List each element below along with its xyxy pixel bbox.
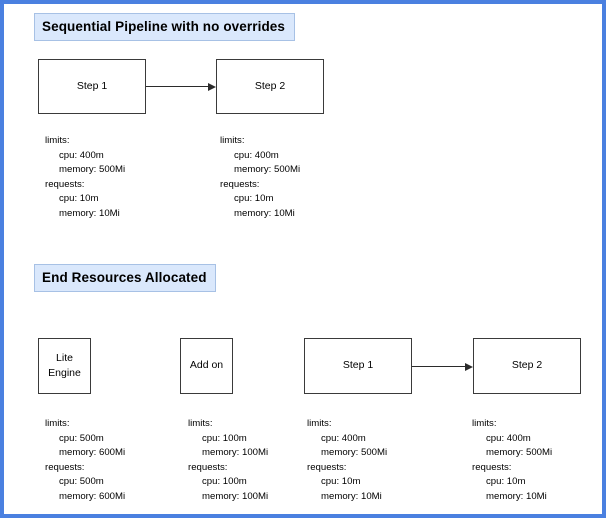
node-label: Step 1 bbox=[76, 79, 108, 92]
spec-limits-memory: memory: 500Mi bbox=[59, 164, 126, 176]
spec-requests-cpu: cpu: 10m bbox=[321, 476, 361, 488]
spec-limits-memory: memory: 500Mi bbox=[486, 447, 553, 459]
spec-bottom-step-2: limits: cpu: 400m memory: 500Mi requests… bbox=[472, 417, 552, 504]
spec-limits-label: limits: bbox=[472, 418, 497, 429]
spec-top-step-2: limits: cpu: 400m memory: 500Mi requests… bbox=[220, 134, 300, 221]
node-bottom-step-1[interactable]: Step 1 bbox=[304, 338, 412, 394]
spec-requests-label: requests: bbox=[45, 178, 85, 190]
spec-requests-label: requests: bbox=[45, 461, 85, 473]
spec-limits-label: limits: bbox=[307, 418, 332, 429]
spec-requests-cpu: cpu: 10m bbox=[486, 476, 526, 488]
connector-bottom-step1-to-step2 bbox=[412, 362, 474, 371]
section-title-end-resources-allocated: End Resources Allocated bbox=[34, 264, 216, 292]
spec-requests-label: requests: bbox=[307, 461, 347, 473]
node-label-group: Lite Engine bbox=[48, 351, 81, 381]
spec-limits-memory: memory: 500Mi bbox=[321, 447, 388, 459]
spec-requests-label: requests: bbox=[472, 461, 512, 473]
spec-requests-cpu: cpu: 10m bbox=[59, 193, 99, 205]
node-label: Step 1 bbox=[342, 359, 374, 372]
section-title-sequential-pipeline: Sequential Pipeline with no overrides bbox=[34, 13, 295, 41]
spec-lite-engine: limits: cpu: 500m memory: 600Mi requests… bbox=[45, 417, 125, 504]
node-label: Add on bbox=[189, 359, 224, 372]
spec-limits-label: limits: bbox=[45, 418, 70, 429]
node-label-line-1: Lite bbox=[56, 351, 73, 364]
node-top-step-2[interactable]: Step 2 bbox=[216, 59, 324, 114]
spec-requests-memory: memory: 100Mi bbox=[202, 490, 269, 502]
spec-requests-memory: memory: 10Mi bbox=[59, 207, 120, 219]
spec-limits-cpu: cpu: 400m bbox=[321, 432, 366, 444]
spec-requests-cpu: cpu: 10m bbox=[234, 193, 274, 205]
node-label-line-2: Engine bbox=[48, 367, 81, 379]
spec-requests-memory: memory: 600Mi bbox=[59, 490, 126, 502]
spec-limits-cpu: cpu: 400m bbox=[486, 432, 531, 444]
node-add-on[interactable]: Add on bbox=[180, 338, 233, 394]
spec-limits-cpu: cpu: 500m bbox=[59, 432, 104, 444]
spec-limits-label: limits: bbox=[45, 135, 70, 146]
node-label: Step 2 bbox=[254, 79, 286, 92]
spec-requests-memory: memory: 10Mi bbox=[234, 207, 295, 219]
spec-bottom-step-1: limits: cpu: 400m memory: 500Mi requests… bbox=[307, 417, 387, 504]
spec-limits-label: limits: bbox=[220, 135, 245, 146]
node-label: Step 2 bbox=[511, 359, 543, 372]
spec-limits-label: limits: bbox=[188, 418, 213, 429]
spec-requests-label: requests: bbox=[220, 178, 260, 190]
spec-requests-cpu: cpu: 500m bbox=[59, 476, 104, 488]
spec-requests-cpu: cpu: 100m bbox=[202, 476, 247, 488]
spec-limits-memory: memory: 500Mi bbox=[234, 164, 301, 176]
spec-limits-cpu: cpu: 400m bbox=[234, 149, 279, 161]
section-title-text: Sequential Pipeline with no overrides bbox=[42, 19, 286, 35]
spec-requests-memory: memory: 10Mi bbox=[486, 490, 547, 502]
connector-top-step1-to-step2 bbox=[146, 82, 216, 91]
connector-line bbox=[412, 366, 465, 367]
spec-requests-memory: memory: 10Mi bbox=[321, 490, 382, 502]
spec-limits-cpu: cpu: 400m bbox=[59, 149, 104, 161]
node-top-step-1[interactable]: Step 1 bbox=[38, 59, 146, 114]
node-lite-engine[interactable]: Lite Engine bbox=[38, 338, 91, 394]
arrowhead-icon bbox=[208, 82, 216, 91]
spec-top-step-1: limits: cpu: 400m memory: 500Mi requests… bbox=[45, 134, 125, 221]
spec-requests-label: requests: bbox=[188, 461, 228, 473]
arrowhead-icon bbox=[465, 362, 473, 371]
connector-line bbox=[146, 86, 208, 87]
spec-add-on: limits: cpu: 100m memory: 100Mi requests… bbox=[188, 417, 268, 504]
spec-limits-memory: memory: 100Mi bbox=[202, 447, 269, 459]
node-bottom-step-2[interactable]: Step 2 bbox=[473, 338, 581, 394]
section-title-text: End Resources Allocated bbox=[42, 270, 207, 286]
spec-limits-memory: memory: 600Mi bbox=[59, 447, 126, 459]
spec-limits-cpu: cpu: 100m bbox=[202, 432, 247, 444]
